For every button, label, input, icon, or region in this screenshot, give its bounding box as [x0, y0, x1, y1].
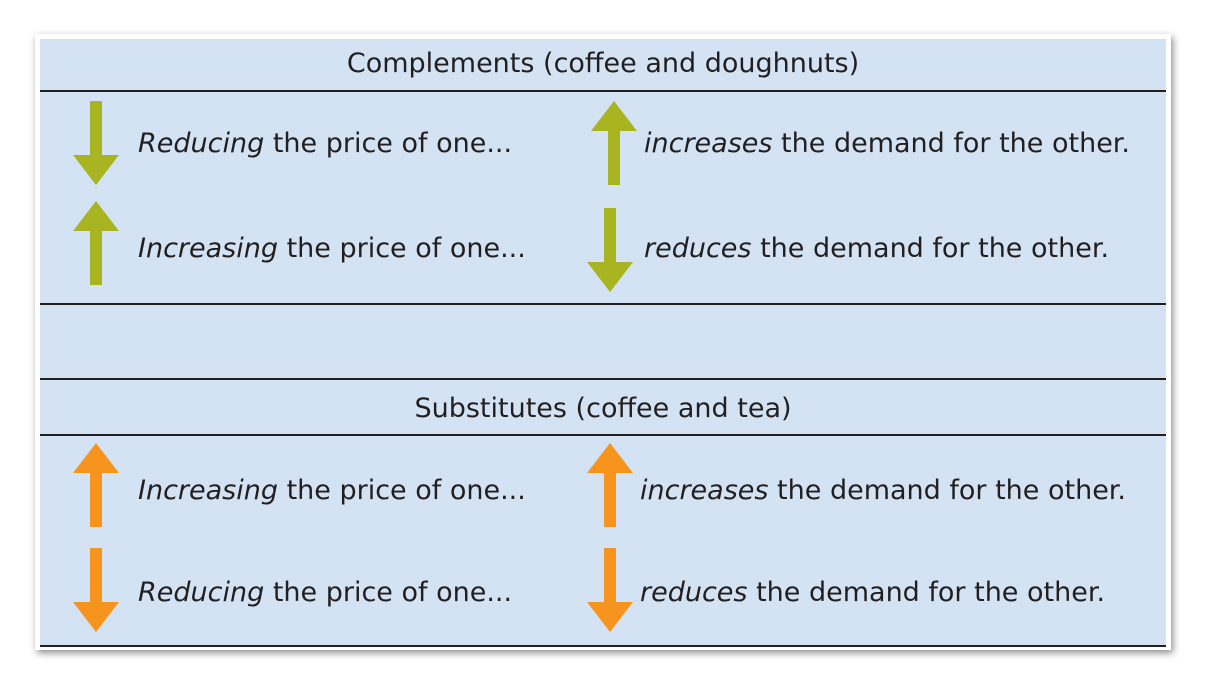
substitutes-row-1-cause-emphasis: Increasing: [138, 475, 278, 506]
arrow-up-icon: [73, 443, 119, 527]
divider: [40, 303, 1166, 305]
complements-row-1-cause-emphasis: Reducing: [138, 128, 265, 159]
diagram-panel: Complements (coffee and doughnuts) Reduc…: [40, 39, 1166, 647]
diagram-card: Complements (coffee and doughnuts) Reduc…: [35, 34, 1171, 650]
substitutes-row-1-effect: increases the demand for the other.: [640, 474, 1126, 508]
substitutes-row-2-cause-emphasis: Reducing: [138, 577, 265, 608]
substitutes-row-2-cause: Reducing the price of one...: [138, 576, 512, 610]
arrow-down-icon: [587, 208, 633, 292]
substitutes-row-2-effect: reduces the demand for the other.: [640, 576, 1105, 610]
substitutes-row-2-effect-emphasis: reduces: [640, 577, 748, 608]
substitutes-row-1-cause: Increasing the price of one...: [138, 474, 526, 508]
divider: [40, 90, 1166, 92]
complements-row-2-cause: Increasing the price of one...: [138, 232, 526, 266]
complements-row-1-effect-text: the demand for the other.: [772, 128, 1131, 159]
substitutes-row-1-effect-text: the demand for the other.: [768, 475, 1127, 506]
arrow-up-icon: [73, 201, 119, 285]
complements-row-2-cause-emphasis: Increasing: [138, 233, 278, 264]
substitutes-row-2-cause-text: the price of one...: [264, 577, 513, 608]
complements-row-1-cause: Reducing the price of one...: [138, 127, 512, 161]
substitutes-row-1-cause-text: the price of one...: [278, 475, 526, 506]
divider: [40, 378, 1166, 380]
complements-row-2-effect: reduces the demand for the other.: [644, 232, 1109, 266]
substitutes-row-2-effect-text: the demand for the other.: [747, 577, 1106, 608]
complements-title: Complements (coffee and doughnuts): [346, 48, 860, 79]
complements-row-1-effect: increases the demand for the other.: [644, 127, 1130, 161]
complements-row-1-cause-text: the price of one...: [264, 128, 513, 159]
substitutes-row-1-effect-emphasis: increases: [640, 475, 769, 506]
complements-row-1-effect-emphasis: increases: [644, 128, 773, 159]
arrow-down-icon: [587, 548, 633, 632]
arrow-up-icon: [591, 101, 637, 185]
complements-row-2-effect-emphasis: reduces: [644, 233, 752, 264]
arrow-up-icon: [587, 443, 633, 527]
complements-row-2-cause-text: the price of one...: [278, 233, 526, 264]
substitutes-title: Substitutes (coffee and tea): [414, 393, 792, 424]
arrow-down-icon: [73, 548, 119, 632]
arrow-down-icon: [73, 101, 119, 185]
complements-row-2-effect-text: the demand for the other.: [751, 233, 1110, 264]
divider: [40, 645, 1166, 647]
divider: [40, 434, 1166, 436]
